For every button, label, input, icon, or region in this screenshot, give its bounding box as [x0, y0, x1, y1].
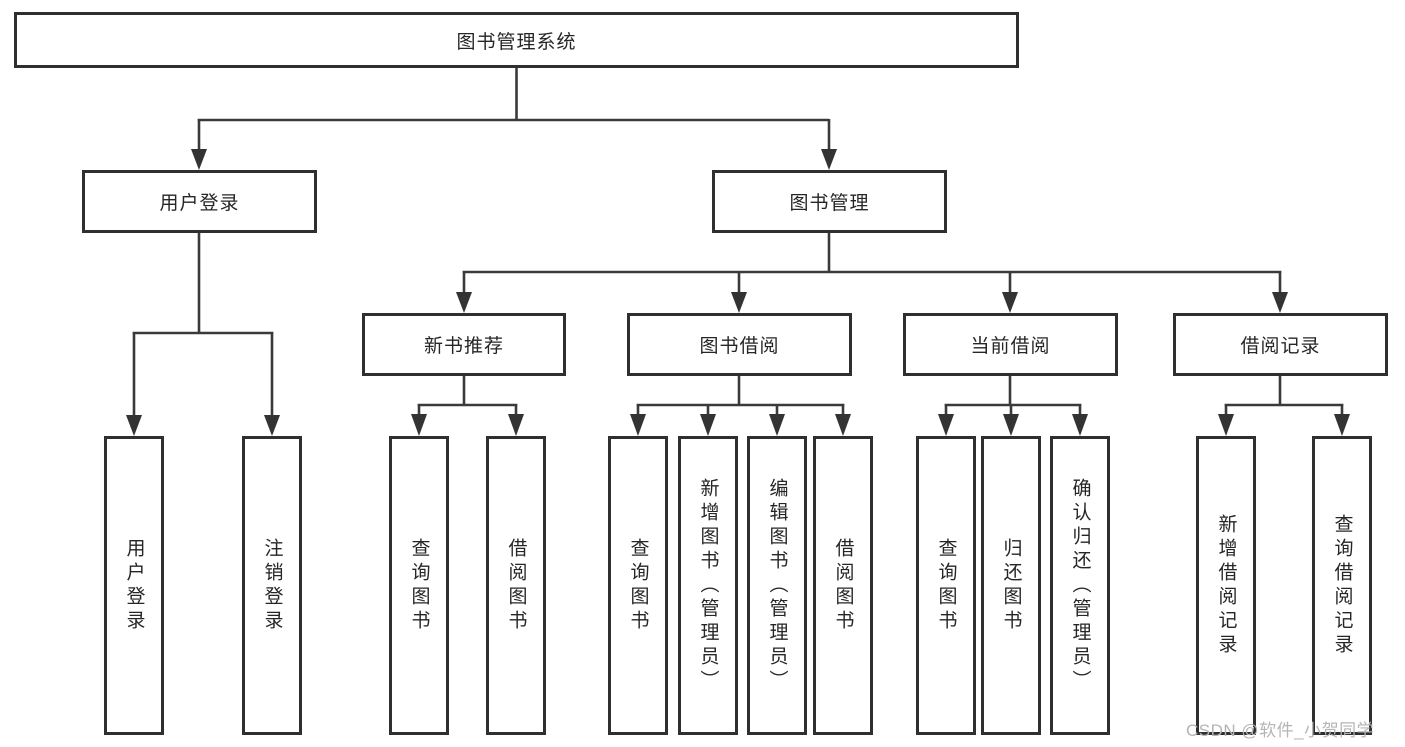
node-label: 查询图书	[408, 537, 430, 634]
node-label: 查询图书	[935, 537, 957, 634]
leaf-query-borrow-record: 查询借阅记录	[1312, 436, 1372, 735]
connector-current-borrowing-to-leaves	[938, 376, 1088, 436]
leaf-confirm-return-admin: 确认归还（管理员）	[1050, 436, 1110, 735]
node-label: 借阅记录	[1240, 336, 1321, 357]
node-label: 图书管理	[789, 193, 870, 214]
node-label: 新增借阅记录	[1215, 513, 1237, 658]
node-current-borrowing: 当前借阅	[903, 313, 1118, 376]
leaf-return-books: 归还图书	[981, 436, 1041, 735]
node-label: 新书推荐	[423, 336, 504, 357]
node-library-management-system: 图书管理系统	[14, 12, 1019, 68]
csdn-watermark: CSDN @软件_小贺同学	[1186, 721, 1375, 740]
leaf-edit-books-admin: 编辑图书（管理员）	[747, 436, 807, 735]
node-borrowing-records: 借阅记录	[1173, 313, 1388, 376]
leaf-add-borrow-record: 新增借阅记录	[1196, 436, 1256, 735]
node-label: 图书管理系统	[456, 31, 577, 53]
connector-book-borrowing-to-leaves	[630, 376, 851, 436]
node-label: 用户登录	[123, 537, 145, 634]
leaf-borrow-books-1: 借阅图书	[486, 436, 546, 735]
node-label: 查询图书	[627, 537, 649, 634]
node-label: 用户登录	[159, 193, 240, 214]
node-label: 当前借阅	[970, 336, 1051, 357]
leaf-borrow-books-2: 借阅图书	[813, 436, 873, 735]
connector-new-book-recommend-to-leaves	[411, 376, 524, 436]
node-book-management-branch: 图书管理	[712, 170, 947, 233]
node-label: 查询借阅记录	[1331, 513, 1353, 658]
connector-root-to-level2	[191, 68, 837, 170]
leaf-logout: 注销登录	[242, 436, 302, 735]
node-label: 借阅图书	[505, 537, 527, 634]
node-label: 归还图书	[1000, 537, 1022, 634]
leaf-user-login: 用户登录	[104, 436, 164, 735]
node-label: 新增图书（管理员）	[697, 477, 719, 694]
node-new-book-recommend: 新书推荐	[362, 313, 566, 376]
node-book-borrowing: 图书借阅	[627, 313, 852, 376]
node-label: 编辑图书（管理员）	[766, 477, 788, 694]
leaf-query-books-1: 查询图书	[389, 436, 449, 735]
connector-borrowing-records-to-leaves	[1218, 376, 1350, 436]
node-user-login-branch: 用户登录	[82, 170, 317, 233]
connector-book-management-to-level3	[456, 233, 1288, 313]
node-label: 图书借阅	[699, 336, 780, 357]
node-label: 确认归还（管理员）	[1069, 477, 1091, 694]
node-label: 借阅图书	[832, 537, 854, 634]
leaf-query-books-2: 查询图书	[608, 436, 668, 735]
leaf-add-books-admin: 新增图书（管理员）	[678, 436, 738, 735]
leaf-query-books-3: 查询图书	[916, 436, 976, 735]
connector-user-login-to-leaves	[126, 233, 280, 436]
node-label: 注销登录	[261, 537, 283, 634]
